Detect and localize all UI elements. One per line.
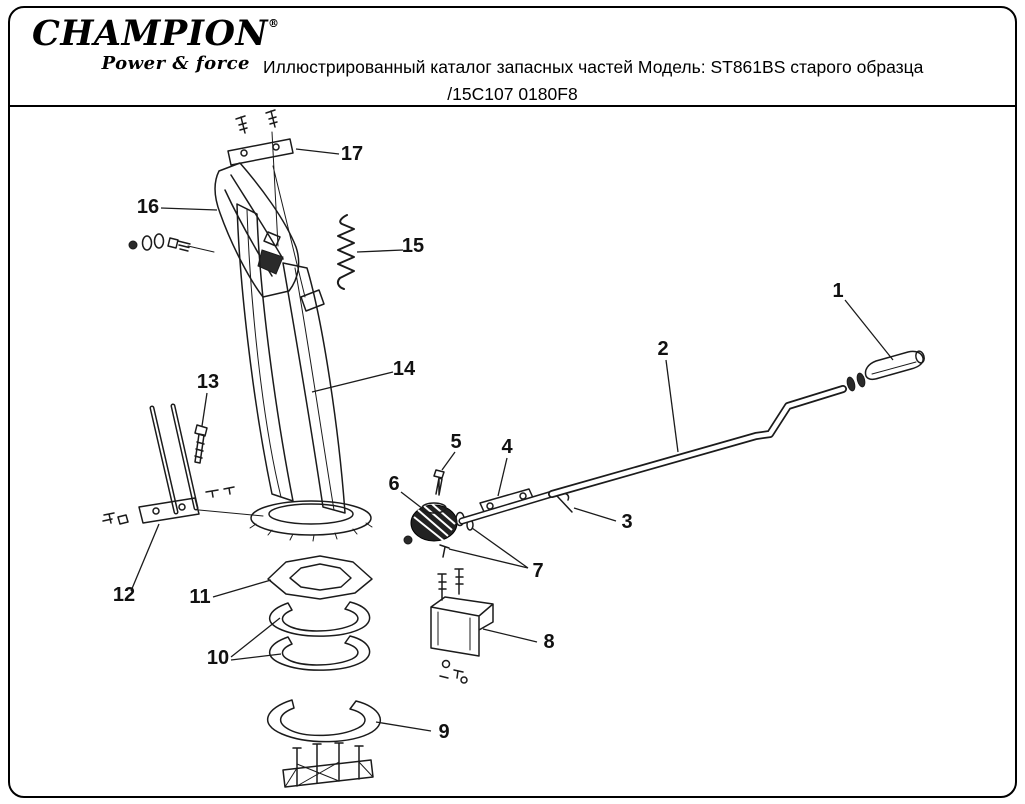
part-14-chute	[236, 203, 346, 514]
header-divider	[10, 105, 1015, 107]
callout-14: 14	[393, 358, 416, 380]
part-3-pin	[556, 492, 573, 513]
part-15-spring	[336, 214, 355, 290]
part-11-chute-ring	[267, 555, 373, 600]
part-8-bracket	[430, 568, 494, 684]
bottom-mount-plate	[282, 742, 374, 788]
brand-name: CHAMPION	[32, 13, 268, 54]
callout-2: 2	[657, 338, 668, 360]
callout-15: 15	[402, 235, 424, 257]
part-17-top-bracket	[227, 109, 306, 298]
part-10-ring-clamps	[269, 601, 371, 671]
callout-4: 4	[501, 436, 513, 458]
callout-16: 16	[137, 196, 159, 218]
callout-10: 10	[207, 647, 229, 669]
brand-tagline: Power & force	[101, 53, 250, 74]
part-13-bolt	[194, 424, 208, 464]
part-9-lower-ring	[266, 699, 382, 743]
callout-3: 3	[621, 511, 632, 533]
part-5-screw	[433, 469, 445, 496]
callout-8: 8	[543, 631, 554, 653]
champion-logo: CHAMPION® Power & force	[32, 16, 279, 74]
callout-12: 12	[113, 584, 135, 606]
part-1-handle-grip	[846, 350, 925, 392]
catalog-title-line2: /15C107 0180F8	[447, 84, 578, 104]
callout-17: 17	[341, 143, 363, 165]
part-16-chute-deflector	[128, 162, 300, 298]
page-border	[8, 6, 1017, 798]
leader-lines	[130, 148, 894, 732]
brand-text: CHAMPION®	[32, 16, 279, 51]
part-6-worm-gear	[403, 502, 458, 545]
callout-7: 7	[532, 560, 543, 582]
part-2-crank-rod	[458, 385, 847, 525]
chute-base-flange	[249, 500, 373, 542]
callout-1: 1	[832, 280, 843, 302]
callout-13: 13	[197, 371, 219, 393]
callout-9: 9	[438, 721, 449, 743]
callout-5: 5	[450, 431, 461, 453]
part-12-rod-assembly	[102, 403, 264, 525]
registered-mark: ®	[268, 17, 280, 30]
callout-labels: 1 2 3 4 5 6 7 8 9 10 11 12 13 14 15 16 1…	[113, 143, 844, 743]
callout-6: 6	[388, 473, 399, 495]
catalog-title-line1: Иллюстрированный каталог запасных частей…	[263, 57, 924, 77]
callout-11: 11	[189, 586, 210, 608]
